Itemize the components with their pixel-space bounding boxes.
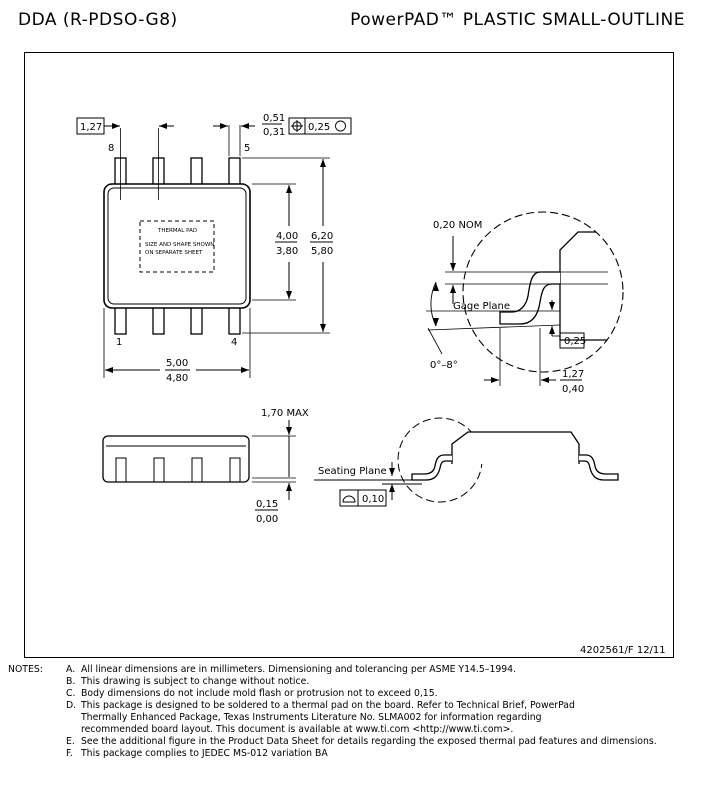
foot-length-min: 0,40 (562, 384, 584, 395)
note-item: C.Body dimensions do not include mold fl… (66, 688, 438, 699)
pad-note-line-1: SIZE AND SHAPE SHOWN (145, 242, 214, 248)
note-item: D.This package is designed to be soldere… (66, 700, 575, 711)
standoff-min: 0,00 (256, 514, 278, 525)
body-width-min: 3,80 (276, 246, 298, 257)
length-min: 4,80 (166, 373, 188, 384)
side-lead-3 (191, 457, 203, 483)
note-item: F.This package complies to JEDEC MS-012 … (66, 748, 328, 759)
package-code: DDA (R-PDSO-G8) (18, 10, 178, 30)
lead-6 (190, 157, 203, 187)
gage-plane-label: Gage Plane (453, 301, 510, 312)
top-view-labels: 1,27 0,51 0,31 0,25 8 5 1 4 4,00 3,80 6,… (80, 113, 333, 384)
coplanarity-value: 0,10 (362, 494, 384, 505)
drawing-frame (24, 52, 674, 658)
side-lead-2 (153, 457, 165, 483)
lead-5 (228, 157, 241, 187)
detail-view (426, 211, 624, 386)
side-view (102, 420, 296, 511)
note-item: A.All linear dimensions are in millimete… (66, 664, 517, 675)
note-item: B.This drawing is subject to change with… (66, 676, 310, 687)
seating-detail (314, 417, 619, 507)
detail-circle (462, 211, 624, 373)
foot-angle: 0°–8° (430, 360, 458, 371)
drawing-number: 4202561/F 12/11 (580, 645, 666, 656)
foot-length-max: 1,27 (562, 369, 584, 380)
lead-width-min: 0,31 (263, 127, 285, 138)
side-lead-4 (229, 457, 241, 483)
height-max: 1,70 MAX (261, 408, 309, 419)
pin-4-label: 4 (231, 337, 237, 348)
profile-symbol-icon (342, 495, 356, 503)
body-width-max: 4,00 (276, 231, 298, 242)
seating-plane-label: Seating Plane (318, 466, 387, 477)
package-body-inner (107, 187, 247, 305)
pin-1-label: 1 (116, 337, 122, 348)
lead-2 (152, 305, 165, 335)
gage-dimension: 0,25 (564, 336, 586, 347)
mmc-symbol-icon (335, 120, 346, 132)
package-title: PowerPAD™ PLASTIC SMALL-OUTLINE (350, 10, 685, 30)
note-item: E.See the additional figure in the Produ… (66, 736, 657, 747)
pin-8-label: 8 (108, 143, 114, 154)
thermal-pad-outline (139, 220, 215, 273)
lead-4 (228, 305, 241, 335)
side-body (102, 435, 250, 483)
overall-width-min: 5,80 (311, 246, 333, 257)
side-lead-1 (115, 457, 127, 483)
pad-note-line-2: ON SEPARATE SHEET (145, 250, 203, 256)
seating-lead-left (411, 454, 452, 481)
pitch-label: 1,27 (80, 122, 102, 133)
note-item: recommended board layout. This document … (81, 724, 514, 735)
package-body (103, 183, 251, 309)
side-view-labels: 1,70 MAX 0,15 0,00 (256, 408, 309, 525)
length-max: 5,00 (166, 358, 188, 369)
seating-body (451, 431, 580, 464)
detail-view-labels: 0,20 NOM Gage Plane 0,25 0°–8° 1,27 0,40 (430, 220, 586, 395)
pin-5-label: 5 (244, 143, 250, 154)
top-view (76, 117, 352, 378)
lead-3 (190, 305, 203, 335)
position-tolerance: 0,25 (308, 122, 330, 133)
overall-width-max: 6,20 (311, 231, 333, 242)
lead-width-max: 0,51 (263, 113, 285, 124)
notes-list: A.All linear dimensions are in millimete… (66, 664, 657, 760)
lead-1 (114, 305, 127, 335)
notes-label: NOTES: (8, 664, 43, 675)
thermal-pad-label: THERMAL PAD (157, 228, 197, 234)
lead-thickness-nom: 0,20 NOM (433, 220, 482, 231)
note-item: Thermally Enhanced Package, Texas Instru… (81, 712, 542, 723)
standoff-max: 0,15 (256, 499, 278, 510)
seating-lead-right (579, 454, 619, 481)
seating-labels: Seating Plane 0,10 (318, 466, 387, 505)
